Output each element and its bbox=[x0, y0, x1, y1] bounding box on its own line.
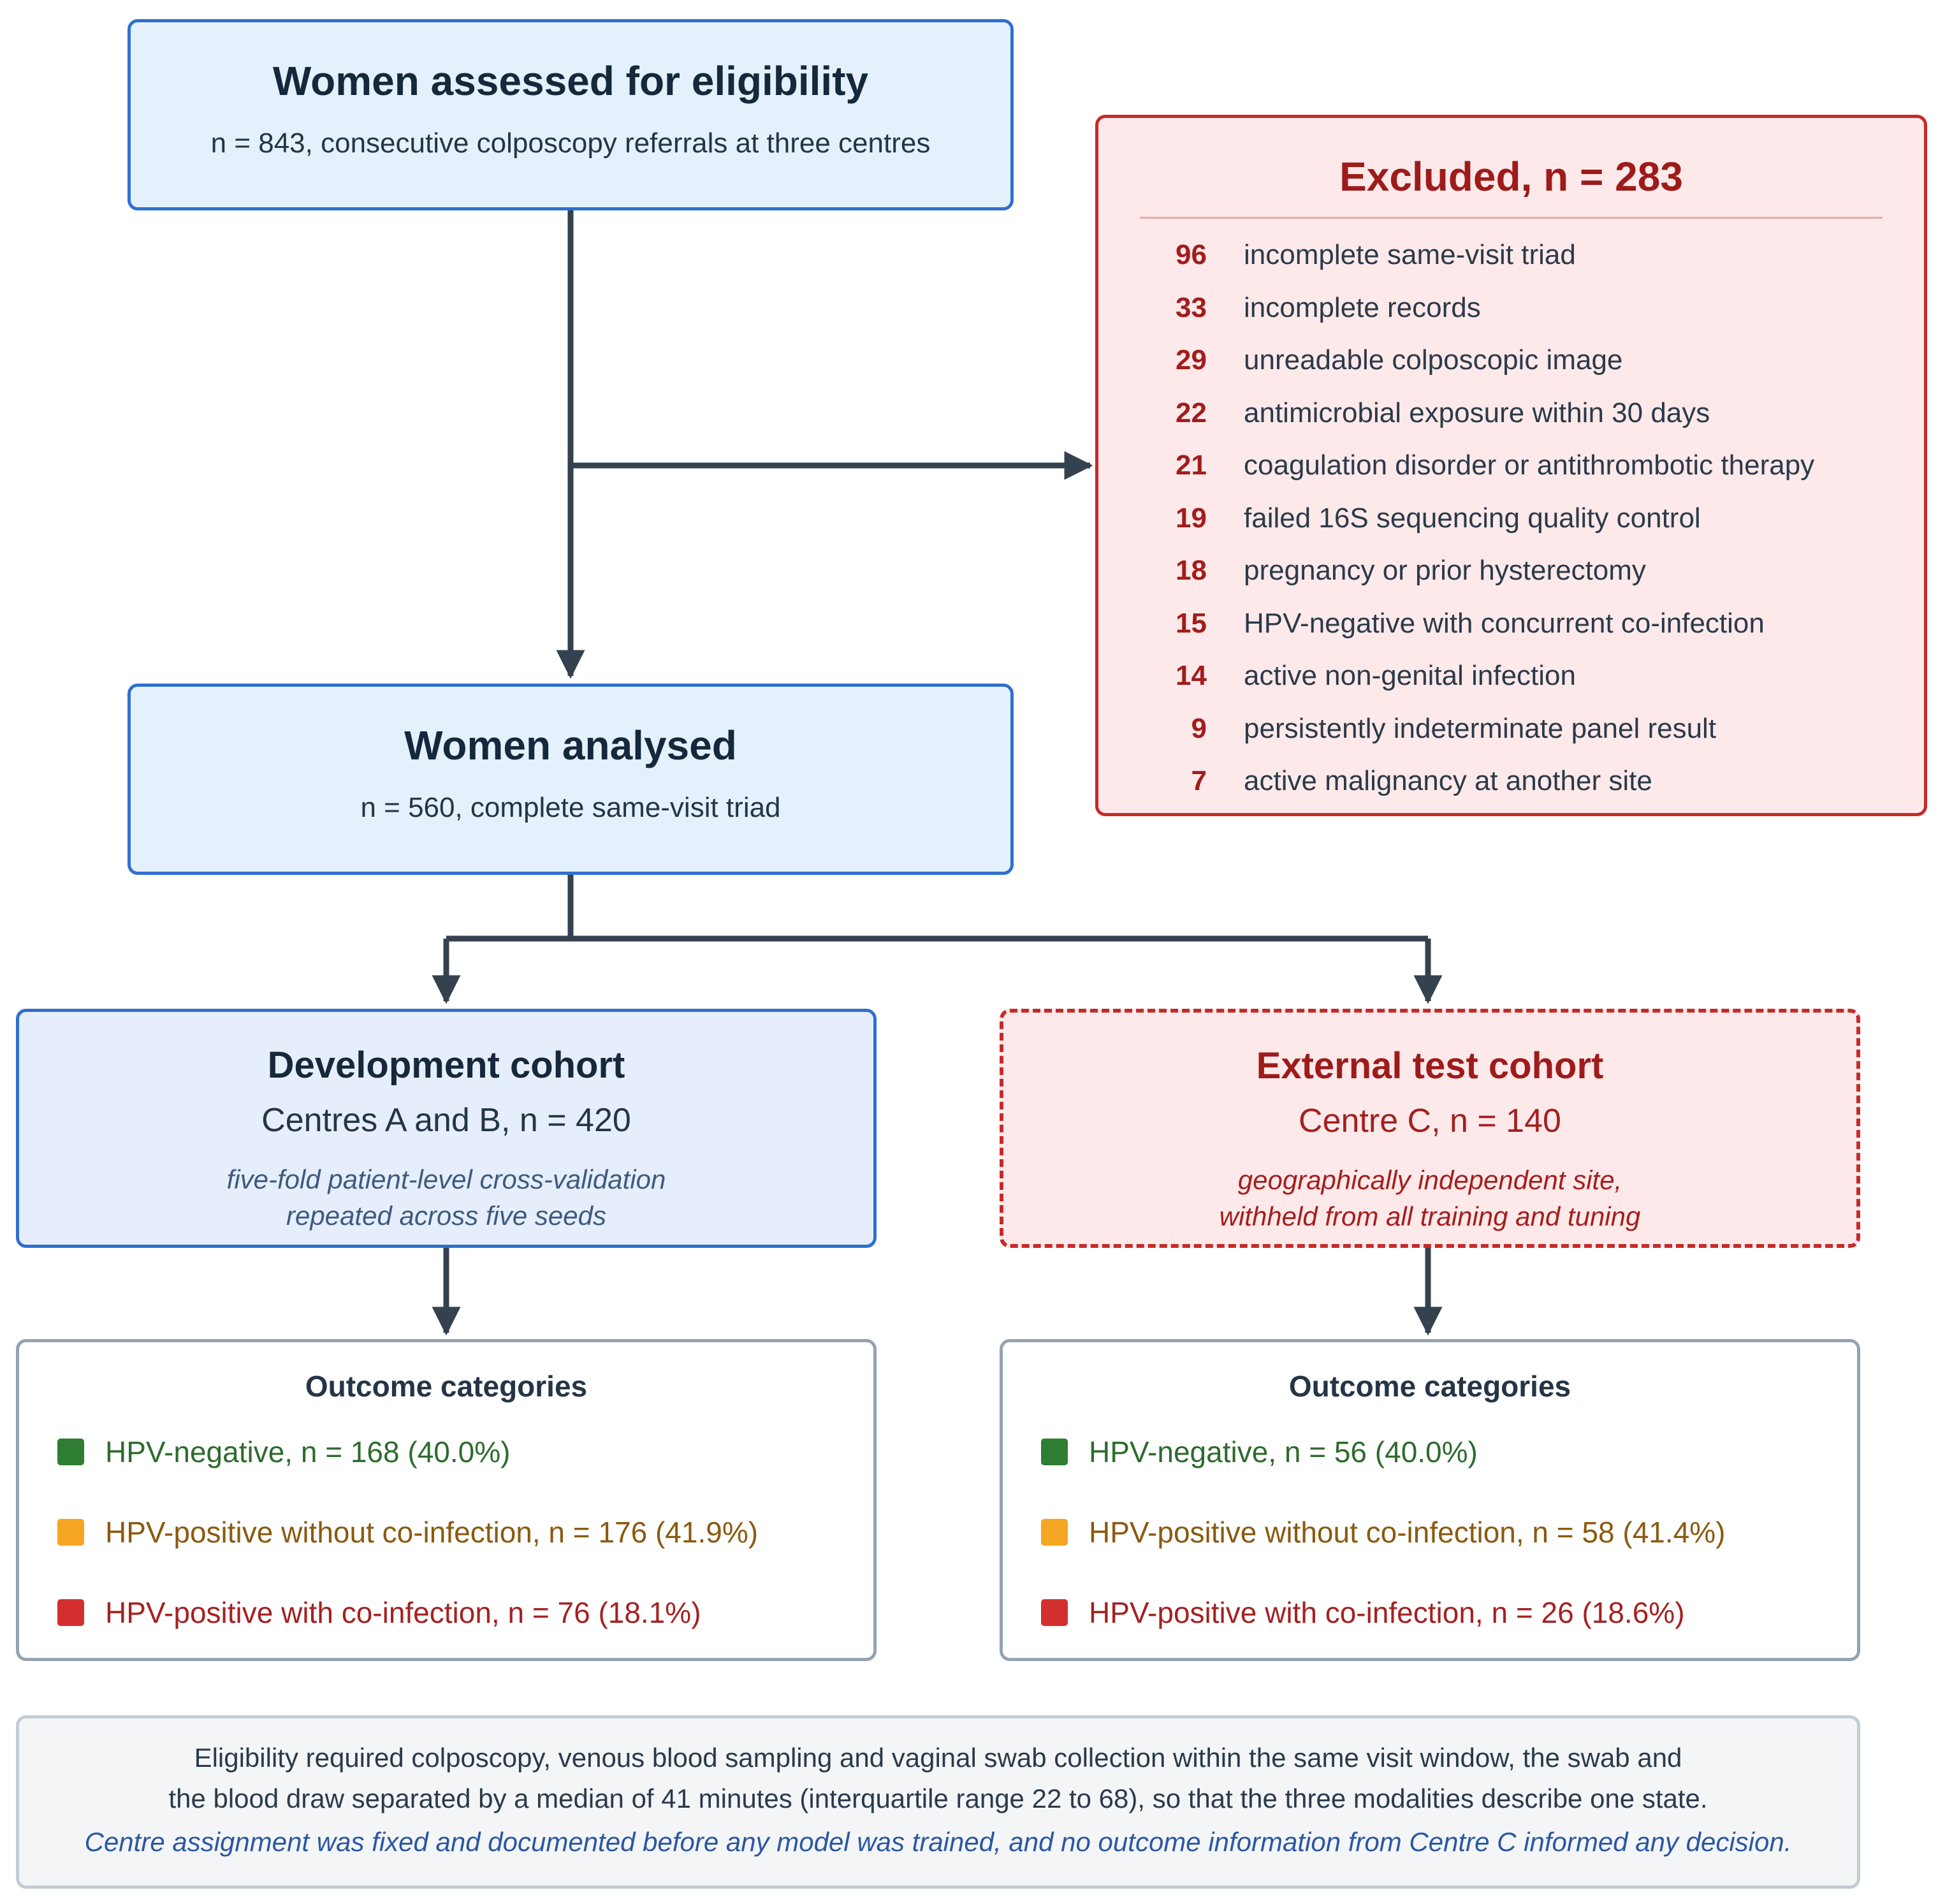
excluded-reason-count: 18 bbox=[1176, 555, 1207, 586]
external-subtitle: Centre C, n = 140 bbox=[1299, 1102, 1561, 1139]
footnote-line3: Centre assignment was fixed and document… bbox=[84, 1827, 1792, 1857]
excluded-reason-count: 33 bbox=[1176, 291, 1207, 323]
footnote-line1: Eligibility required colposcopy, venous … bbox=[194, 1743, 1682, 1773]
excluded-box: Excluded, n = 283 96 incomplete same-visi… bbox=[1095, 115, 1927, 816]
outcome-label: HPV-negative, n = 56 (40.0%) bbox=[1089, 1435, 1478, 1468]
analysed-title: Women analysed bbox=[404, 722, 737, 768]
external-outcomes-box: Outcome categories HPV-negative, n = 56 … bbox=[1000, 1339, 1860, 1661]
excluded-reason-row: 9 persistently indeterminate panel result bbox=[1098, 713, 1924, 751]
eligibility-box: Women assessed for eligibility n = 843, … bbox=[127, 19, 1014, 210]
excluded-reason-row: 19 failed 16S sequencing quality control bbox=[1098, 502, 1924, 541]
excluded-reason-text: coagulation disorder or antithrombotic t… bbox=[1244, 450, 1815, 481]
outcome-color-swatch bbox=[1041, 1519, 1068, 1546]
excluded-reason-text: active malignancy at another site bbox=[1244, 765, 1652, 796]
outcome-row: HPV-positive with co-infection, n = 26 (… bbox=[1041, 1595, 1844, 1634]
external-cohort-box: External test cohort Centre C, n = 140 g… bbox=[1000, 1009, 1860, 1248]
eligibility-subtitle: n = 843, consecutive colposcopy referral… bbox=[210, 128, 931, 159]
outcome-color-swatch bbox=[57, 1439, 84, 1465]
excluded-reason-row: 14 active non-genital infection bbox=[1098, 660, 1924, 698]
excluded-reason-count: 21 bbox=[1176, 450, 1207, 481]
excluded-reason-text: incomplete records bbox=[1244, 291, 1481, 323]
external-note-line1: geographically independent site, bbox=[1237, 1165, 1622, 1195]
outcome-color-swatch bbox=[1041, 1439, 1068, 1465]
outcome-row: HPV-negative, n = 56 (40.0%) bbox=[1041, 1435, 1844, 1473]
excluded-title: Excluded, n = 283 bbox=[1339, 154, 1683, 200]
excluded-reason-text: incomplete same-visit triad bbox=[1244, 239, 1576, 270]
excluded-reason-text: persistently indeterminate panel result bbox=[1244, 712, 1717, 744]
analysed-subtitle: n = 560, complete same-visit triad bbox=[360, 792, 781, 823]
excluded-reason-count: 96 bbox=[1176, 239, 1207, 270]
analysed-box: Women analysed n = 560, complete same-vi… bbox=[127, 684, 1014, 875]
excluded-reason-count: 7 bbox=[1191, 765, 1207, 796]
excluded-reason-text: pregnancy or prior hysterectomy bbox=[1244, 555, 1646, 586]
excluded-reason-count: 15 bbox=[1176, 607, 1207, 639]
external-outcomes-title: Outcome categories bbox=[1288, 1370, 1571, 1403]
excluded-reason-count: 9 bbox=[1191, 712, 1207, 744]
development-cohort-box: Development cohort Centres A and B, n = … bbox=[16, 1009, 877, 1248]
development-note-line2: repeated across five seeds bbox=[286, 1201, 606, 1231]
development-title: Development cohort bbox=[267, 1044, 625, 1086]
development-outcomes-box: Outcome categories HPV-negative, n = 168… bbox=[16, 1339, 877, 1661]
excluded-divider bbox=[1140, 217, 1883, 219]
footnote-box: Eligibility required colposcopy, venous … bbox=[16, 1715, 1860, 1889]
outcome-color-swatch bbox=[1041, 1599, 1068, 1626]
outcome-color-swatch bbox=[57, 1519, 84, 1546]
excluded-reason-row: 22 antimicrobial exposure within 30 days bbox=[1098, 397, 1924, 436]
excluded-reason-count: 19 bbox=[1176, 502, 1207, 534]
external-title: External test cohort bbox=[1256, 1045, 1604, 1087]
excluded-reason-text: antimicrobial exposure within 30 days bbox=[1244, 397, 1710, 428]
outcome-label: HPV-negative, n = 168 (40.0%) bbox=[105, 1435, 511, 1468]
eligibility-title: Women assessed for eligibility bbox=[272, 58, 869, 104]
outcome-label: HPV-positive with co-infection, n = 26 (… bbox=[1089, 1596, 1685, 1629]
excluded-reason-text: active non-genital infection bbox=[1244, 660, 1576, 691]
excluded-reason-row: 15 HPV-negative with concurrent co-infect… bbox=[1098, 608, 1924, 646]
excluded-reason-text: unreadable colposcopic image bbox=[1244, 344, 1623, 376]
excluded-reason-count: 22 bbox=[1176, 397, 1207, 428]
excluded-reason-row: 96 incomplete same-visit triad bbox=[1098, 239, 1924, 277]
excluded-reason-text: failed 16S sequencing quality control bbox=[1244, 502, 1701, 534]
excluded-reason-row: 7 active malignancy at another site bbox=[1098, 765, 1924, 803]
excluded-reason-text: HPV-negative with concurrent co-infectio… bbox=[1244, 607, 1765, 639]
outcome-row: HPV-positive without co-infection, n = 1… bbox=[57, 1515, 861, 1553]
outcome-row: HPV-negative, n = 168 (40.0%) bbox=[57, 1435, 861, 1473]
excluded-reason-count: 14 bbox=[1176, 660, 1207, 691]
outcome-label: HPV-positive without co-infection, n = 1… bbox=[105, 1516, 759, 1549]
excluded-reason-row: 18 pregnancy or prior hysterectomy bbox=[1098, 555, 1924, 593]
footnote-line2: the blood draw separated by a median of … bbox=[168, 1783, 1708, 1813]
external-note-line2: withheld from all training and tuning bbox=[1219, 1201, 1641, 1231]
development-note-line1: five-fold patient-level cross-validation bbox=[226, 1164, 666, 1194]
development-subtitle: Centres A and B, n = 420 bbox=[261, 1102, 631, 1139]
outcome-label: HPV-positive with co-infection, n = 76 (… bbox=[105, 1596, 701, 1629]
excluded-reason-row: 33 incomplete records bbox=[1098, 292, 1924, 330]
excluded-reason-row: 29 unreadable colposcopic image bbox=[1098, 344, 1924, 383]
outcome-label: HPV-positive without co-infection, n = 5… bbox=[1089, 1516, 1726, 1549]
outcome-row: HPV-positive with co-infection, n = 76 (… bbox=[57, 1595, 861, 1634]
outcome-color-swatch bbox=[57, 1599, 84, 1626]
excluded-reason-count: 29 bbox=[1176, 344, 1207, 376]
development-outcomes-title: Outcome categories bbox=[305, 1370, 588, 1403]
excluded-reason-row: 21 coagulation disorder or antithrombotic… bbox=[1098, 450, 1924, 488]
outcome-row: HPV-positive without co-infection, n = 5… bbox=[1041, 1515, 1844, 1553]
